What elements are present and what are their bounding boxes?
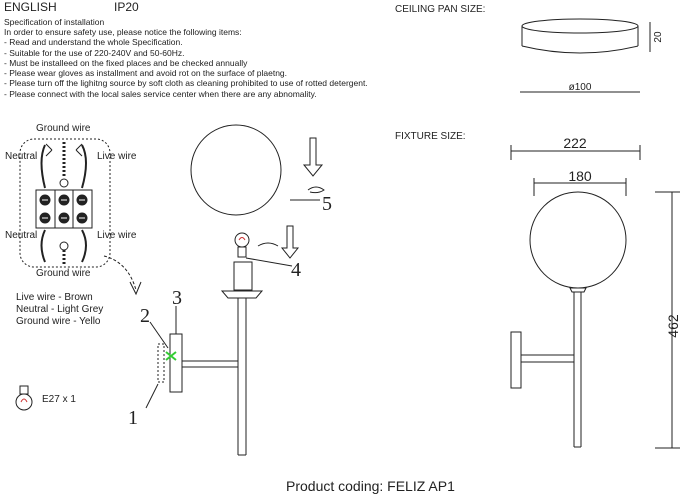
spec-item: - Must be installeed on the fixed places… [4, 57, 248, 68]
ground-wire-top-label: Ground wire [36, 123, 91, 134]
ground-symbol-icon [59, 241, 69, 251]
ceiling-pan-drawing [520, 18, 651, 93]
fixture-height-dim: 462 [665, 314, 681, 338]
pan-diameter-dim: ø100 [569, 82, 592, 93]
spec-item: - Please turn off the lighitng source by… [4, 78, 368, 89]
ground-symbol-icon [59, 178, 69, 188]
legend-ground: Ground wire - Yello [16, 316, 101, 327]
spec-item: - Please connect with the local sales se… [4, 88, 317, 99]
neutral-top-label: Neutral [5, 151, 38, 162]
live-wire-bottom-label: Live wire [97, 230, 137, 241]
spec-item: - Suitable for the use of 220-240V and 5… [4, 47, 185, 58]
callout-5: 5 [322, 193, 332, 215]
callout-4: 4 [291, 259, 301, 281]
callout-2: 2 [140, 305, 150, 327]
pan-height-dim: 20 [653, 31, 664, 43]
spec-title: Specification of installation [4, 17, 105, 27]
spec-item: - Please wear gloves as installment and … [4, 68, 288, 79]
ground-wire-bottom-label: Ground wire [36, 268, 91, 279]
callout-1: 1 [128, 407, 138, 429]
spec-item: - Read and understand the whole Specific… [4, 37, 183, 48]
fixture-size-title: FIXTURE SIZE: [395, 131, 466, 142]
bulb-icon [15, 385, 33, 411]
neutral-bottom-label: Neutral [5, 230, 38, 241]
bulb-spec: E27 x 1 [42, 394, 76, 405]
globe-width-dim: 180 [568, 168, 592, 184]
ceiling-pan-title: CEILING PAN SIZE: [395, 4, 486, 15]
legend-neutral: Neutral - Light Grey [16, 304, 104, 315]
spec-list: In order to ensure safety use, please no… [4, 27, 368, 99]
fixture-width-dim: 222 [563, 135, 587, 151]
terminal-connector-icon [165, 351, 177, 361]
spec-item: In order to ensure safety use, please no… [4, 27, 242, 37]
wire-color-legend: Live wire - Brown Neutral - Light Grey G… [16, 292, 103, 328]
fixture-size-drawing [510, 145, 680, 449]
fixture-exploded-drawing [145, 124, 325, 456]
wiring-box-outline [19, 138, 111, 268]
legend-live: Live wire - Brown [16, 292, 93, 303]
ip-rating: IP20 [114, 0, 139, 14]
glass-globe [190, 124, 282, 216]
product-coding: Product coding: FELIZ AP1 [286, 478, 455, 494]
callout-3: 3 [172, 287, 182, 309]
terminal-block [35, 189, 93, 229]
live-wire-top-label: Live wire [97, 151, 137, 162]
language-label: ENGLISH [4, 0, 57, 14]
